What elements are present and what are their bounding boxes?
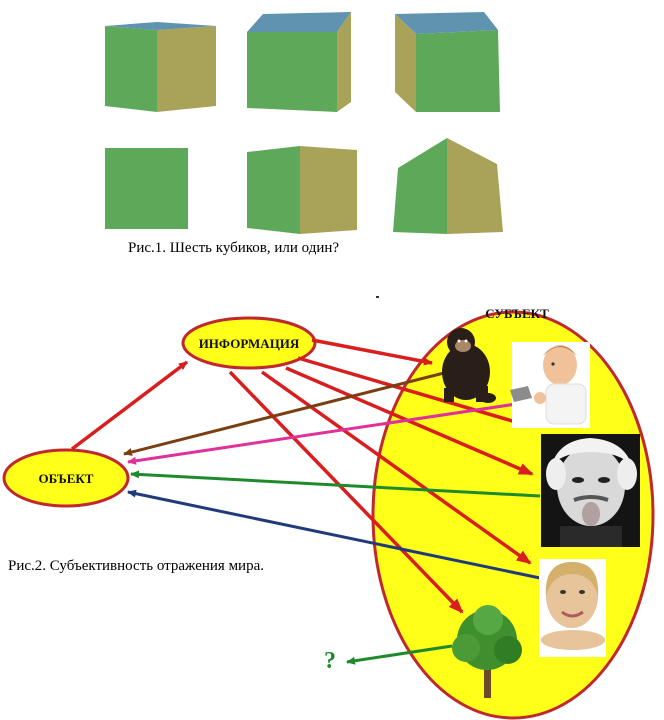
cube-3 [395, 12, 500, 112]
cube-4 [105, 148, 188, 229]
arrow-woman-to-object [127, 489, 541, 580]
arrow-object-to-information [70, 360, 189, 451]
woman-image [539, 559, 606, 657]
arrow-info-to-woman [260, 370, 532, 565]
einstein-image [541, 434, 640, 547]
arrow-info-to-child [297, 356, 527, 427]
information-ellipse [181, 316, 317, 370]
cube-5 [247, 146, 357, 234]
object-ellipse [2, 448, 130, 508]
arrow-tree-to-question [346, 644, 453, 665]
arrow-info-to-chimp [311, 338, 433, 366]
child-image [510, 342, 590, 428]
arrow-chimp-to-object [123, 371, 445, 456]
information-label: ИНФОРМАЦИЯ [198, 336, 300, 351]
cube-1 [105, 22, 216, 112]
question-mark: ? [324, 648, 336, 674]
subject-label: СУБЪЕКТ [485, 306, 549, 321]
cube-2 [247, 12, 351, 112]
tree-image [452, 605, 522, 698]
cube-6 [393, 138, 503, 234]
stray-mark [376, 296, 379, 298]
object-label: ОБЪЕКТ [38, 471, 94, 486]
chimpanzee-image [442, 328, 496, 403]
arrow-info-to-tree [228, 370, 464, 614]
arrow-einstein-to-object [130, 470, 541, 498]
arrow-child-to-object [127, 402, 517, 465]
figure-2-caption: Рис.2. Субъективность отражения мира. [8, 558, 264, 574]
figure-1-caption: Рис.1. Шесть кубиков, или один? [128, 240, 340, 256]
